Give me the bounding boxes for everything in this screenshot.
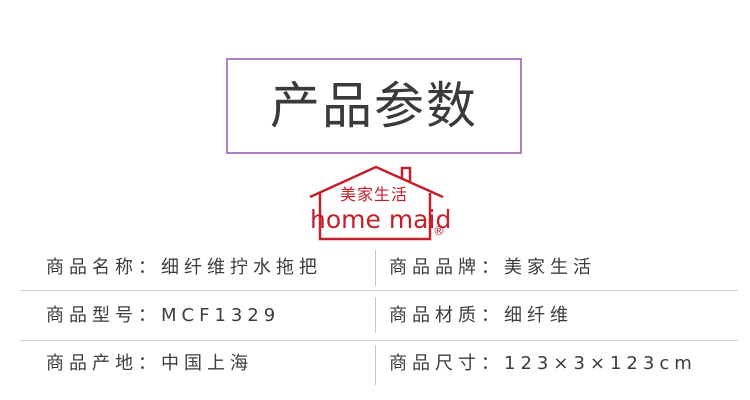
param-label: 商品型号： — [46, 305, 161, 326]
param-value: 细纤维 — [504, 305, 573, 326]
param-product-material: 商品材质：细纤维 — [389, 307, 573, 325]
registered-mark: ® — [433, 224, 445, 238]
house-outline-icon — [309, 165, 444, 241]
column-divider — [375, 297, 376, 333]
param-product-name: 商品名称：细纤维拧水拖把 — [46, 259, 322, 277]
param-product-brand: 商品品牌：美家生活 — [389, 259, 596, 277]
param-product-origin: 商品产地：中国上海 — [46, 355, 253, 373]
title-box: 产品参数 — [226, 58, 522, 154]
row-divider — [20, 340, 738, 341]
param-value: 123×3×123cm — [504, 353, 697, 374]
param-label: 商品名称： — [46, 257, 161, 278]
param-product-size: 商品尺寸：123×3×123cm — [389, 355, 697, 373]
param-value: 细纤维拧水拖把 — [161, 257, 322, 278]
brand-logo: 美家生活 home maid ® — [300, 163, 452, 243]
param-value: 中国上海 — [161, 353, 253, 374]
logo-chinese-name: 美家生活 — [339, 185, 408, 204]
param-product-model: 商品型号：MCF1329 — [46, 307, 280, 325]
page-title: 产品参数 — [270, 77, 478, 135]
param-label: 商品材质： — [389, 305, 504, 326]
logo-english-name: home maid — [310, 205, 452, 234]
param-value: 美家生活 — [504, 257, 596, 278]
param-label: 商品品牌： — [389, 257, 504, 278]
param-label: 商品尺寸： — [389, 353, 504, 374]
column-divider — [375, 345, 376, 385]
param-value: MCF1329 — [161, 305, 281, 326]
column-divider — [375, 250, 376, 286]
row-divider — [20, 290, 738, 291]
param-label: 商品产地： — [46, 353, 161, 374]
